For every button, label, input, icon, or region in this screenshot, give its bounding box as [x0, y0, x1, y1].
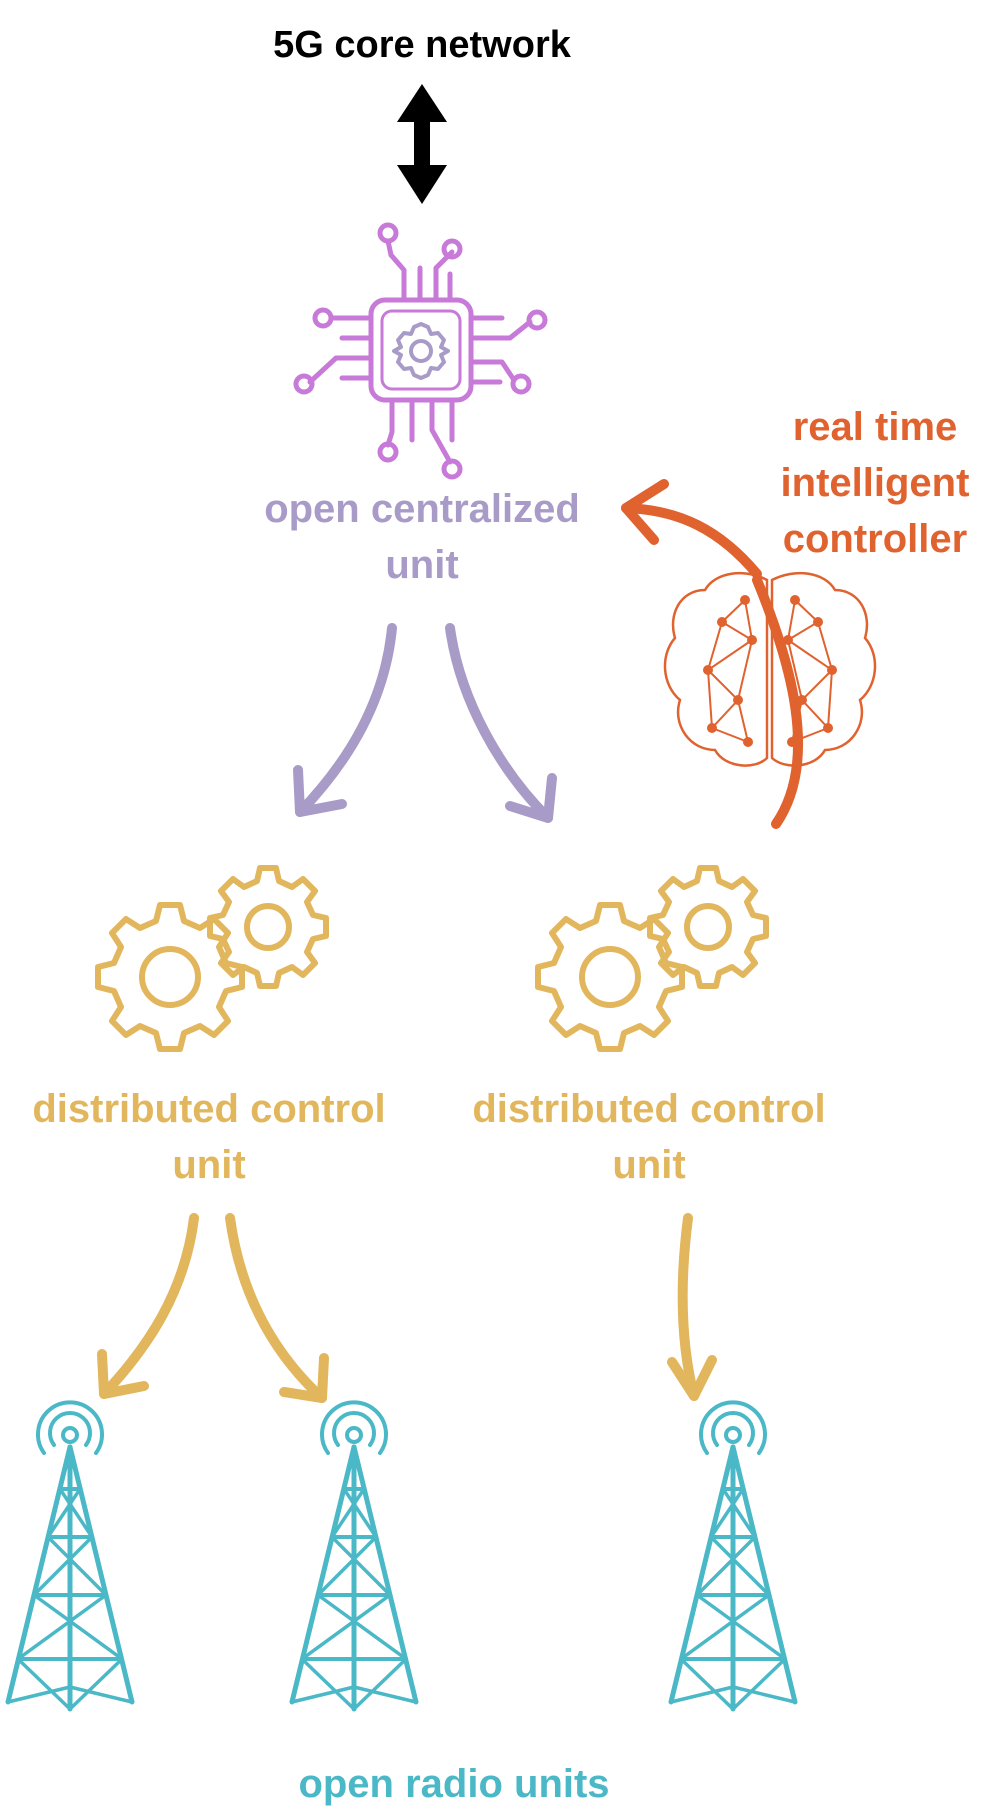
- radio-tower-icon: [292, 1402, 416, 1709]
- du-left-label-line2: unit: [172, 1143, 245, 1187]
- ric-label-line1: real time: [793, 405, 958, 449]
- du-left-label-line1: distributed control: [32, 1087, 385, 1131]
- centralized-unit-label-line2: unit: [385, 543, 458, 587]
- du-right-label-line2: unit: [612, 1143, 685, 1187]
- centralized-unit-label-line1: open centralized: [264, 487, 580, 531]
- ric-label-line3: controller: [783, 517, 967, 561]
- du-right-label-line1: distributed control: [472, 1087, 825, 1131]
- double-arrow-icon: [397, 84, 447, 204]
- gears-icon: [95, 865, 329, 1052]
- core-network-label: 5G core network: [273, 24, 572, 66]
- ric-to-cu-arrow: [621, 479, 804, 829]
- ric-label-line2: intelligent: [781, 461, 970, 505]
- radio-tower-icon: [671, 1402, 795, 1709]
- radio-tower-icon: [8, 1402, 132, 1709]
- du-to-ru-arrows: [97, 1213, 717, 1403]
- cpu-chip-gear-icon: [293, 222, 548, 480]
- radio-units-label: open radio units: [298, 1762, 609, 1806]
- brain-network-icon: [663, 572, 877, 767]
- gears-icon: [535, 865, 769, 1052]
- cu-to-du-arrows: [293, 623, 557, 823]
